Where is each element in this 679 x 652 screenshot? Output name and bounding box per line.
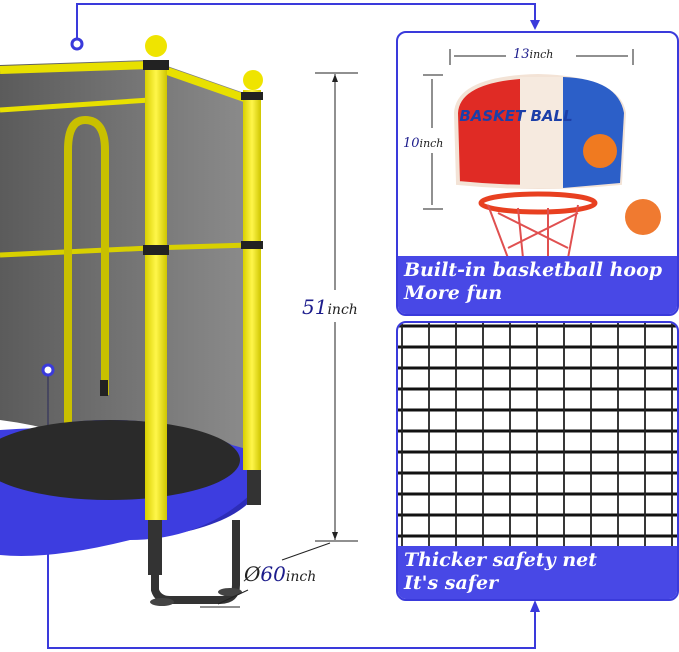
height-unit: inch: [327, 302, 358, 318]
basketball-hoop-image: BASKET BALL: [423, 49, 661, 259]
hoop-width-unit: inch: [529, 48, 554, 61]
backboard-ball-icon: [583, 134, 617, 168]
diameter-unit: inch: [285, 569, 317, 585]
height-value: 51: [302, 295, 328, 319]
trampoline-illustration: [0, 35, 263, 606]
height-dimension-label: 51inch: [302, 295, 358, 319]
net-caption-line1: Thicker safety net: [404, 549, 597, 571]
diameter-dimension-label: Ø60inch: [244, 562, 316, 586]
net-caption: Thicker safety net It's safer: [398, 546, 677, 599]
hoop-height-label: 10inch: [403, 132, 443, 151]
hoop-width-label: 13inch: [513, 43, 553, 62]
safety-net-image: [398, 323, 677, 548]
hoop-caption-line1: Built-in basketball hoop: [404, 259, 663, 281]
hoop-width-value: 13: [513, 47, 530, 62]
hoop-panel: BASKET BALL 13inch 10inch Built-in baske…: [396, 31, 679, 316]
hoop-height-value: 10: [403, 136, 420, 151]
dimension-lines: [200, 72, 358, 608]
net-caption-line2: It's safer: [404, 572, 499, 594]
net-panel: Thicker safety net It's safer: [396, 321, 679, 601]
hoop-caption: Built-in basketball hoop More fun: [398, 256, 677, 314]
hoop-caption-line2: More fun: [404, 282, 503, 304]
diameter-symbol: Ø: [244, 562, 261, 586]
hoop-height-unit: inch: [419, 137, 444, 150]
diameter-value: 60: [260, 562, 286, 586]
backboard-text: BASKET BALL: [459, 107, 572, 125]
